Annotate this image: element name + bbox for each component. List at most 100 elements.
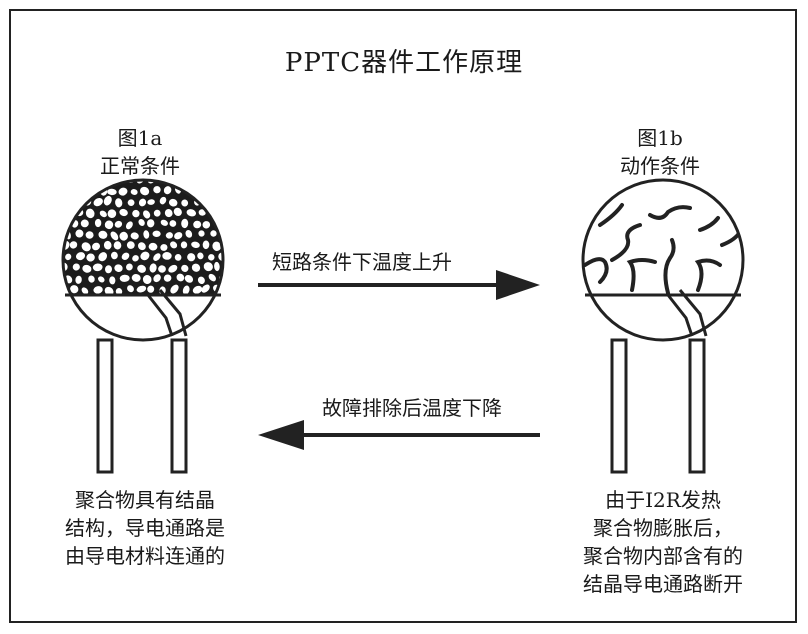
crystal-particle — [104, 265, 113, 274]
crystal-particle — [170, 241, 178, 249]
crystal-particle — [165, 232, 173, 239]
crystal-particle — [104, 286, 114, 295]
crystal-particle — [146, 219, 155, 228]
crystal-particle — [171, 180, 179, 184]
crystal-particle — [102, 180, 112, 184]
desc-tripped-line: 由于I2R发热 — [605, 488, 721, 512]
crystal-particle — [118, 187, 128, 196]
fig-a-label: 图1a — [117, 126, 163, 150]
diagram-frame — [9, 9, 797, 623]
crystal-particle — [109, 276, 116, 285]
ptc-device-normal — [61, 178, 235, 474]
crystal-particle — [192, 285, 203, 294]
desc-tripped: 由于I2R发热 聚合物膨胀后， 聚合物内部含有的 结晶导电通路断开 — [556, 486, 770, 598]
crystal-particle — [160, 244, 168, 251]
device-body — [61, 178, 225, 342]
crystal-particle — [137, 264, 147, 273]
crystal-particle — [198, 209, 206, 216]
lead-left — [96, 338, 114, 474]
crystal-particle — [91, 242, 101, 251]
crystal-particle — [153, 253, 161, 261]
desc-tripped-line: 聚合物内部含有的 — [583, 544, 743, 568]
crystal-particle — [208, 273, 216, 282]
ptc-device-tripped — [581, 178, 745, 474]
crystal-particle — [132, 255, 139, 262]
crystal-particle — [180, 241, 188, 249]
desc-tripped-line: 聚合物膨胀后， — [593, 516, 733, 540]
crystal-particle — [119, 231, 128, 241]
crystal-particle — [69, 241, 78, 249]
fig-b-label: 图1b — [637, 126, 683, 150]
crystal-particle — [214, 261, 220, 272]
crystal-particle — [163, 186, 172, 195]
crystal-particle — [224, 242, 233, 250]
crystal-particle — [208, 254, 215, 261]
crystal-particle — [63, 180, 68, 184]
crystal-particle — [159, 196, 167, 205]
crystal-particle — [219, 207, 223, 216]
crystal-particle — [170, 284, 179, 294]
crystal-particle — [160, 219, 168, 226]
crystal-particle — [98, 230, 108, 239]
crystal-particle — [201, 284, 210, 293]
fig-b-state: 动作条件 — [620, 154, 700, 178]
crystal-particle — [75, 229, 84, 238]
crystal-particle — [149, 263, 157, 273]
crystal-particle — [168, 264, 178, 273]
crystal-particle — [174, 232, 183, 240]
crystal-particle — [92, 180, 100, 185]
arrow-right — [258, 270, 540, 300]
arrow-left — [258, 420, 540, 450]
crystal-particle — [193, 180, 202, 184]
crystal-particle — [223, 283, 235, 295]
crystal-particle — [94, 218, 102, 228]
crystal-particle — [119, 208, 128, 217]
crystal-particle — [137, 242, 146, 251]
crystal-particle — [148, 242, 158, 251]
crystal-particle — [179, 180, 188, 183]
crystal-particle — [181, 199, 189, 207]
crystal-particle — [169, 220, 177, 227]
crystal-particle — [186, 209, 197, 217]
crystal-particle — [104, 220, 114, 230]
crystal-particle — [153, 274, 161, 283]
crystal-particle — [127, 285, 134, 293]
crystal-particle — [143, 210, 151, 219]
crystal-particle — [181, 218, 189, 229]
crystal-particle — [93, 197, 103, 207]
crystal-particle — [127, 199, 135, 207]
crystal-particle — [223, 264, 233, 275]
crystal-particle — [147, 199, 155, 205]
crystal-particle — [82, 264, 92, 273]
crystal-particle — [85, 231, 94, 239]
crystal-particle — [142, 275, 152, 284]
crystal-particle — [65, 253, 72, 261]
crystal-particle — [187, 253, 196, 262]
crystal-particle — [75, 252, 86, 261]
crystal-particle — [185, 230, 193, 238]
crystal-particle — [204, 180, 212, 184]
crystal-particle — [70, 285, 79, 294]
crystal-particle — [98, 252, 108, 262]
crystal-particle — [163, 274, 172, 282]
desc-normal: 聚合物具有结晶 结构，导电通路是 由导电材料连通的 — [40, 486, 250, 570]
crystal-particle — [121, 252, 130, 260]
fig-a-caption: 图1a 正常条件 — [90, 124, 190, 180]
crystal-particle — [85, 187, 94, 195]
desc-tripped-line: 结晶导电通路断开 — [583, 572, 743, 596]
crystalline-particles — [63, 180, 235, 295]
crystal-particle — [210, 230, 217, 237]
crystal-particle — [119, 274, 130, 282]
crystal-particle — [98, 276, 105, 283]
crystal-particle — [75, 188, 85, 195]
crystal-particle — [138, 198, 147, 207]
crystal-particle — [115, 288, 123, 295]
crystal-particle — [184, 275, 194, 283]
crystal-particle — [130, 232, 139, 240]
crystal-particle — [92, 263, 103, 272]
crystal-particle — [126, 241, 135, 249]
crystal-particle — [132, 209, 140, 218]
crystal-particle — [114, 264, 123, 273]
crystal-particle — [86, 253, 95, 262]
